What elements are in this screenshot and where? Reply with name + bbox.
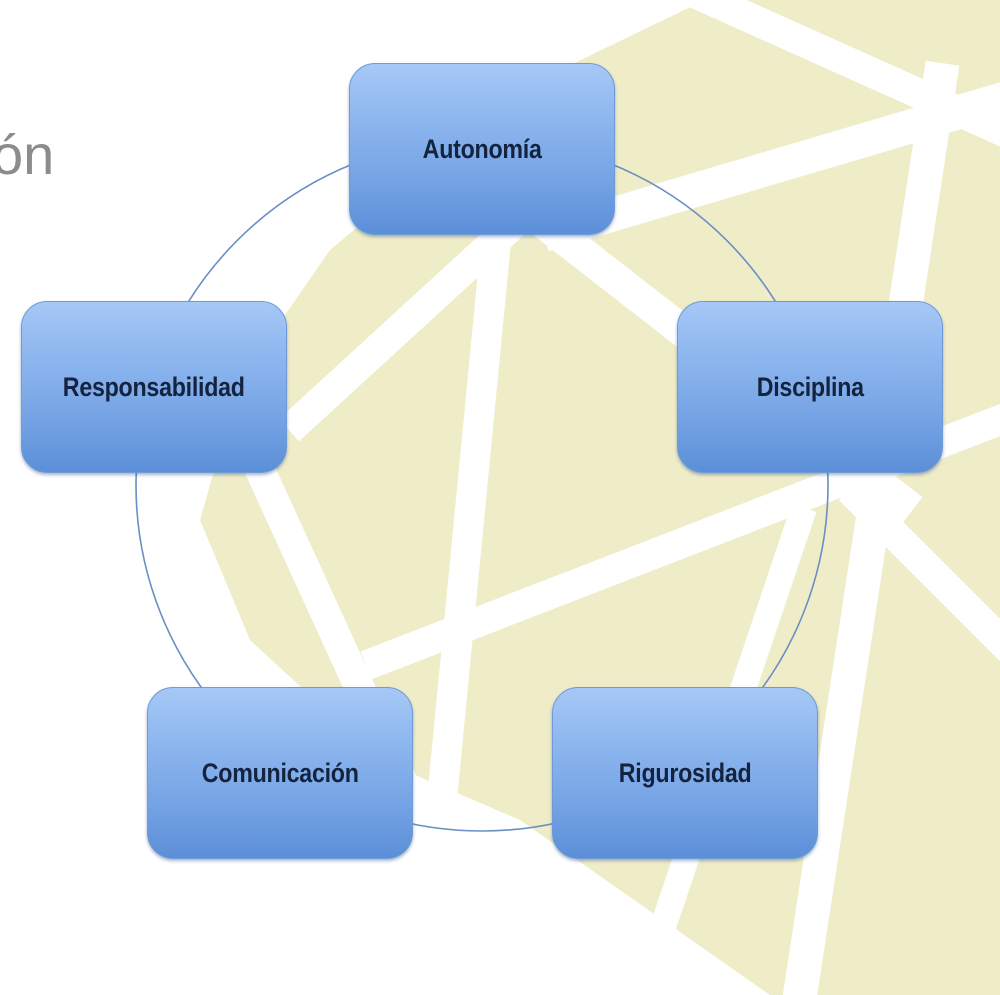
cycle-node-disciplina: Disciplina	[677, 301, 943, 473]
cycle-node-label: Comunicación	[201, 757, 359, 788]
cycle-node-label: Responsabilidad	[63, 371, 245, 402]
slide-title-fragment: ón	[0, 123, 55, 186]
cycle-node-label: Autonomía	[422, 133, 542, 164]
cycle-node-autonomia: Autonomía	[349, 63, 615, 235]
cycle-node-comunicacion: Comunicación	[147, 687, 413, 859]
cycle-node-label: Rigurosidad	[618, 757, 752, 788]
cycle-node-label: Disciplina	[756, 371, 864, 402]
cycle-node-responsabilidad: Responsabilidad	[21, 301, 287, 473]
cycle-node-rigurosidad: Rigurosidad	[552, 687, 818, 859]
